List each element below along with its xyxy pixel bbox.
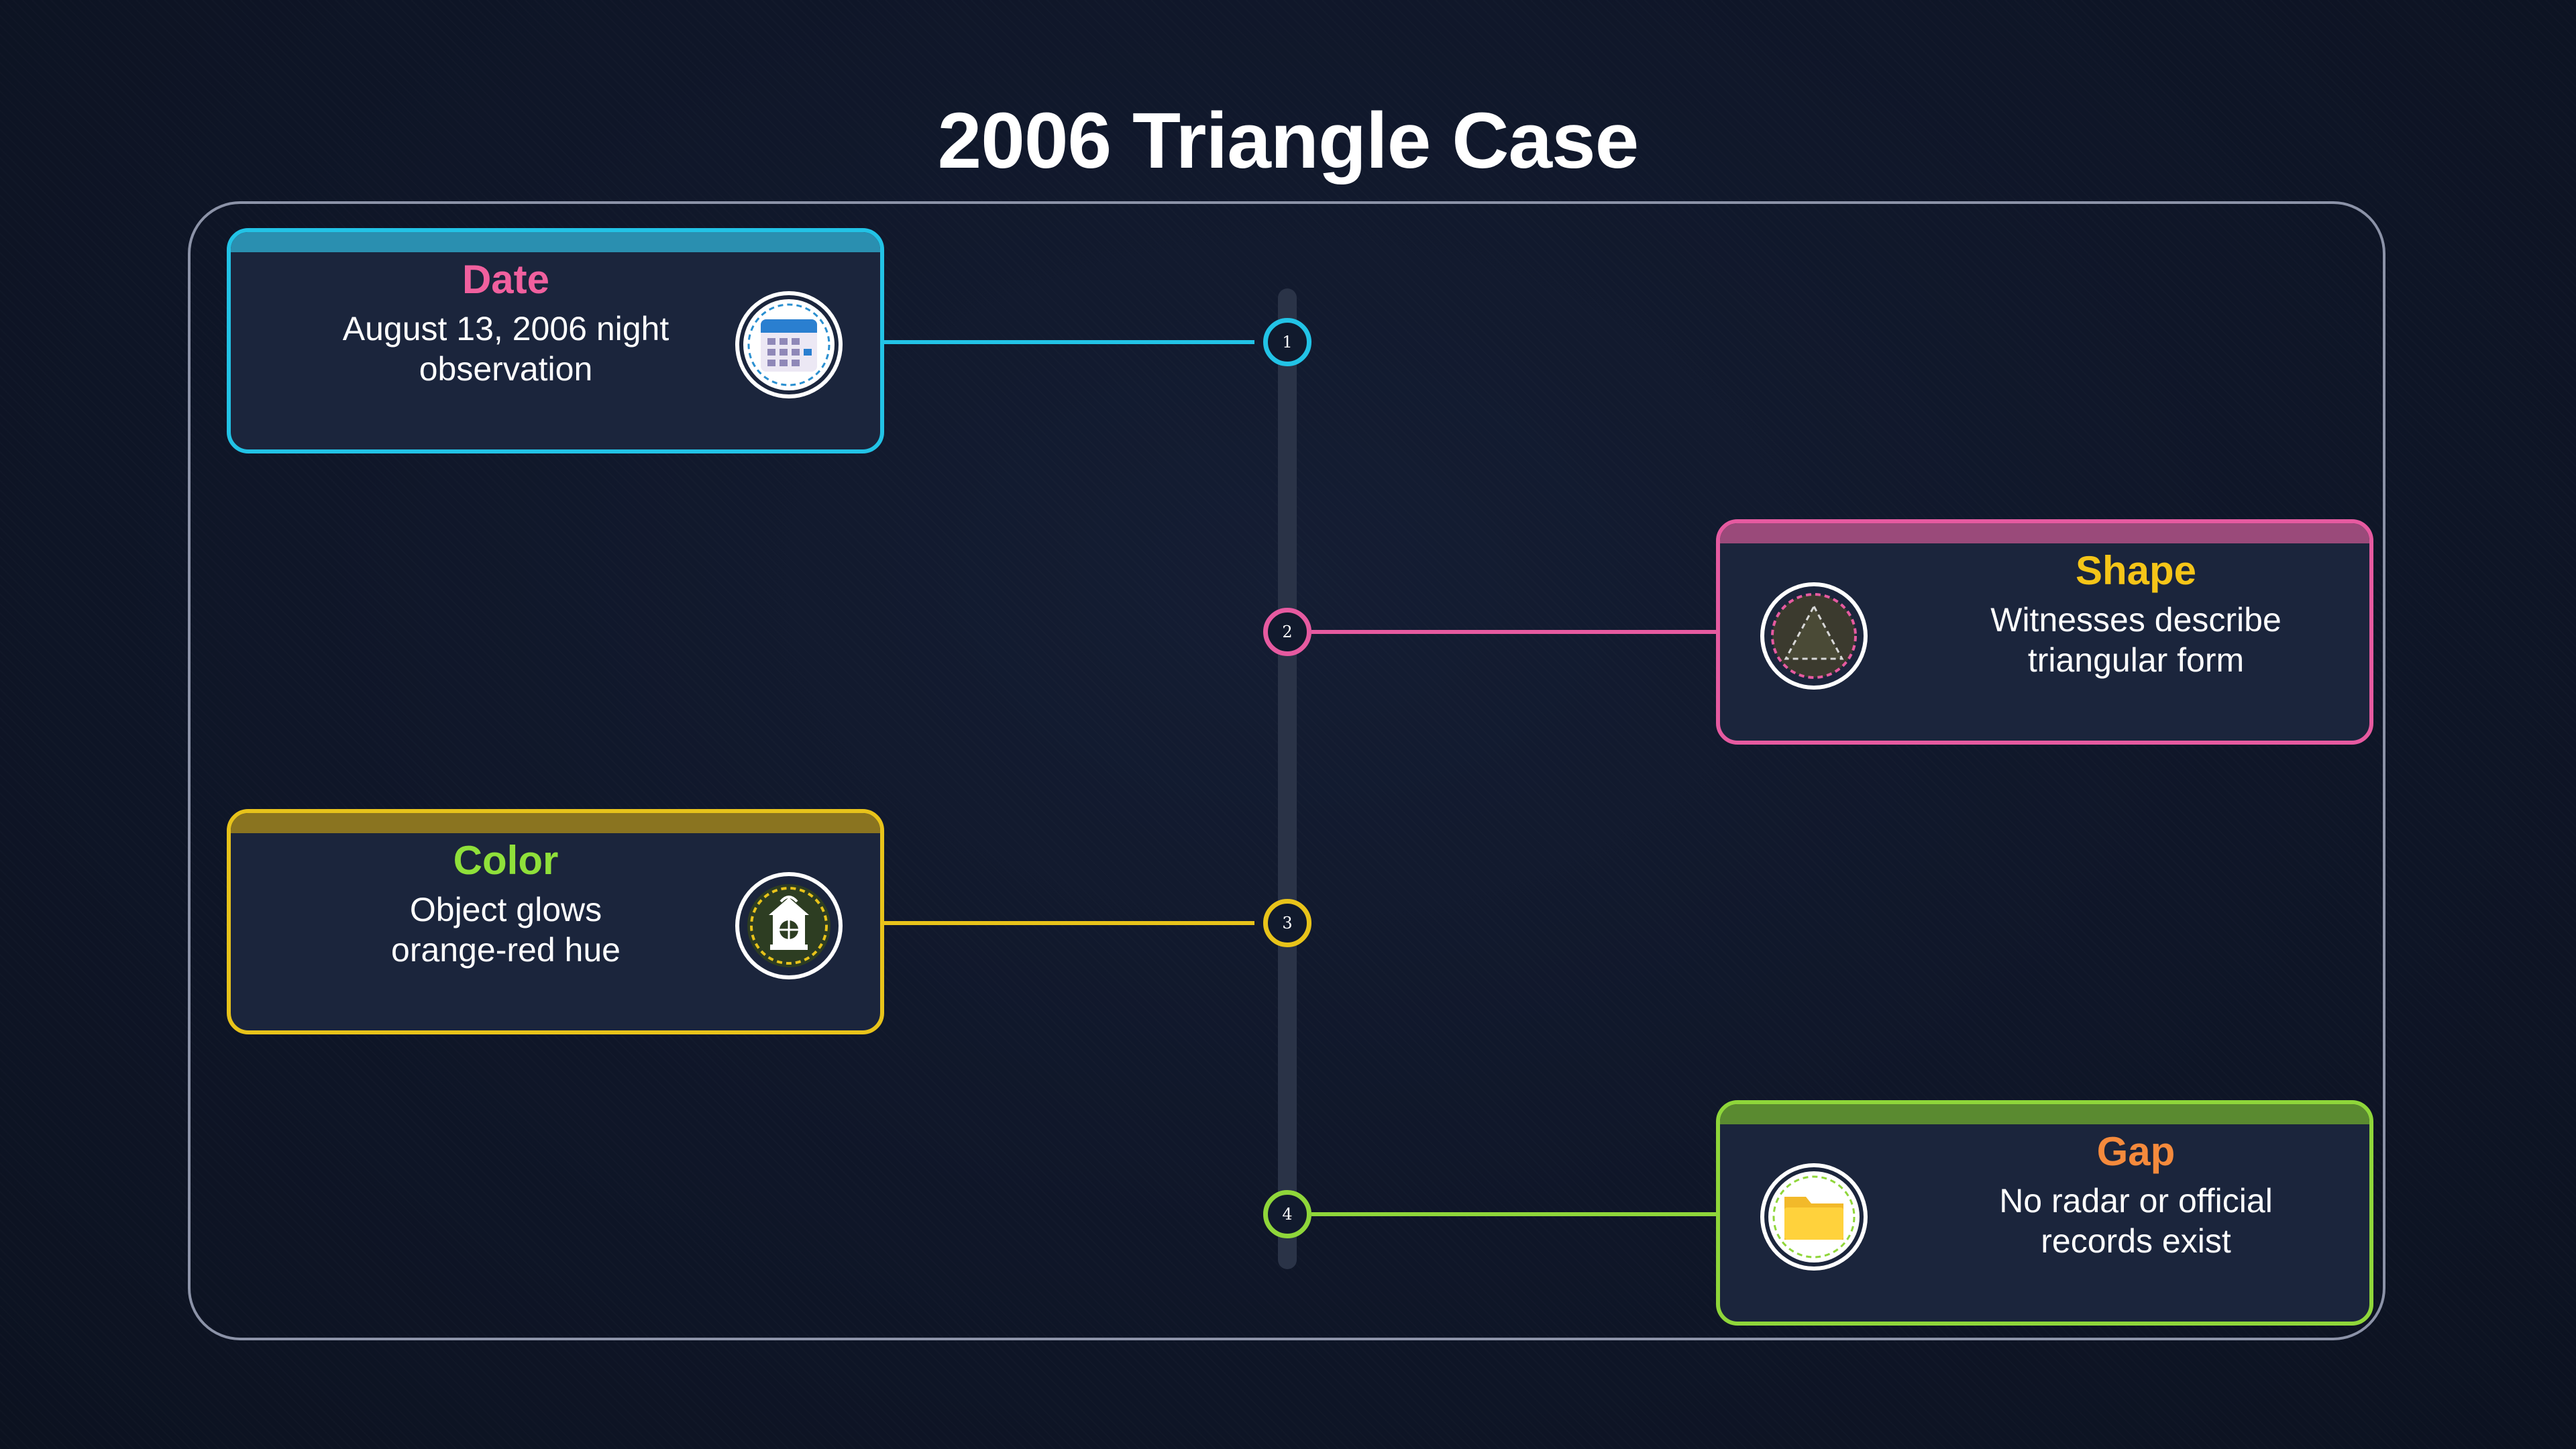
- triangle-icon: [1771, 593, 1857, 679]
- connector-2: [1311, 630, 1717, 634]
- card-description-line: orange-red hue: [391, 931, 621, 969]
- card-description-line: Witnesses describe: [1990, 601, 2282, 639]
- timeline-card-color: Color Object glows orange-red hue: [227, 809, 884, 1034]
- card-description-line: August 13, 2006 night: [342, 310, 669, 347]
- calendar-icon: [743, 299, 835, 390]
- icon-badge: [1760, 1163, 1868, 1271]
- timeline-spine: [1278, 288, 1297, 1269]
- card-description-line: records exist: [2041, 1222, 2231, 1260]
- page-title: 2006 Triangle Case: [937, 97, 1640, 185]
- card-header-band: [1720, 523, 2369, 543]
- timeline-card-shape: Shape Witnesses describe triangular form: [1716, 519, 2373, 745]
- icon-badge: [735, 291, 843, 398]
- timeline-node-4: 4: [1263, 1190, 1311, 1238]
- connector-1: [884, 340, 1254, 344]
- timeline-card-date: Date August 13, 2006 night observation: [227, 228, 884, 453]
- timeline-node-3: 3: [1263, 899, 1311, 947]
- lantern-icon: [747, 884, 830, 967]
- connector-4: [1311, 1212, 1717, 1216]
- folder-icon: [1768, 1171, 1860, 1263]
- card-description: August 13, 2006 night observation: [331, 309, 680, 389]
- timeline-node-2: 2: [1263, 608, 1311, 656]
- card-description: Object glows orange-red hue: [331, 890, 680, 970]
- card-title: Gap: [2096, 1129, 2176, 1174]
- icon-badge: [1760, 582, 1868, 690]
- card-description: No radar or official records exist: [1962, 1181, 2310, 1261]
- timeline-node-1: 1: [1263, 318, 1311, 366]
- connector-3: [884, 921, 1254, 925]
- card-description-line: Object glows: [409, 891, 602, 928]
- card-title: Shape: [2075, 548, 2197, 593]
- card-description-line: triangular form: [2027, 641, 2245, 679]
- card-description-line: No radar or official: [1999, 1182, 2273, 1220]
- timeline-card-gap: Gap No radar or official records exist: [1716, 1100, 2373, 1326]
- card-header-band: [231, 813, 880, 833]
- card-title: Date: [462, 257, 550, 302]
- card-description: Witnesses describe triangular form: [1962, 600, 2310, 680]
- card-description-line: observation: [419, 350, 593, 388]
- card-header-band: [231, 232, 880, 252]
- icon-badge: [735, 872, 843, 979]
- timeline-frame: [188, 201, 2385, 1340]
- card-title: Color: [453, 838, 559, 883]
- card-header-band: [1720, 1104, 2369, 1124]
